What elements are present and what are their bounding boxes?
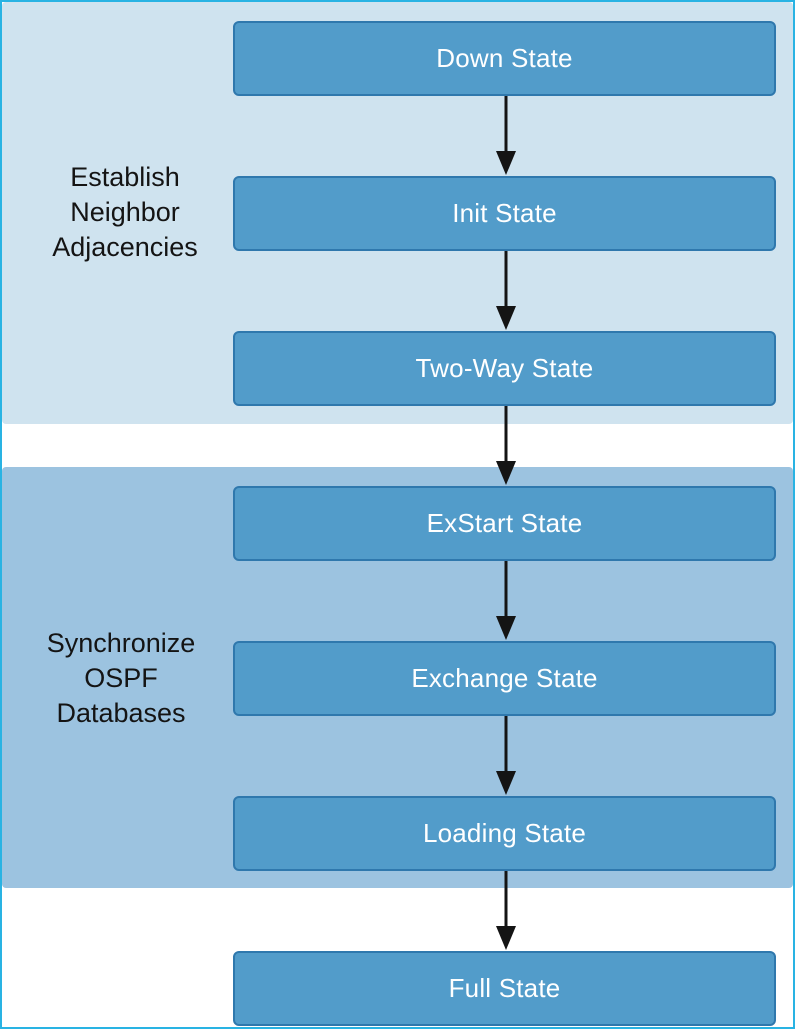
- phase-label-line: Databases: [56, 698, 186, 728]
- arrowhead-icon: [496, 616, 516, 640]
- phase-label-line: OSPF: [84, 663, 158, 693]
- phase-label-line: Neighbor: [70, 197, 180, 227]
- state-box-exchange: Exchange State: [233, 641, 776, 716]
- state-box-down: Down State: [233, 21, 776, 96]
- state-box-exstart: ExStart State: [233, 486, 776, 561]
- state-box-two-way: Two-Way State: [233, 331, 776, 406]
- phase-label-line: Establish: [70, 162, 180, 192]
- phase-label-line: Adjacencies: [52, 232, 198, 262]
- state-box-loading: Loading State: [233, 796, 776, 871]
- arrowhead-icon: [496, 461, 516, 485]
- arrowhead-icon: [496, 306, 516, 330]
- state-box-init: Init State: [233, 176, 776, 251]
- arrowhead-icon: [496, 151, 516, 175]
- phase-label-establish-adjacencies: Establish Neighbor Adjacencies: [25, 160, 225, 265]
- arrowhead-icon: [496, 926, 516, 950]
- arrowhead-icon: [496, 771, 516, 795]
- phase-label-synchronize-databases: Synchronize OSPF Databases: [21, 626, 221, 731]
- phase-label-line: Synchronize: [46, 628, 196, 658]
- state-box-full: Full State: [233, 951, 776, 1026]
